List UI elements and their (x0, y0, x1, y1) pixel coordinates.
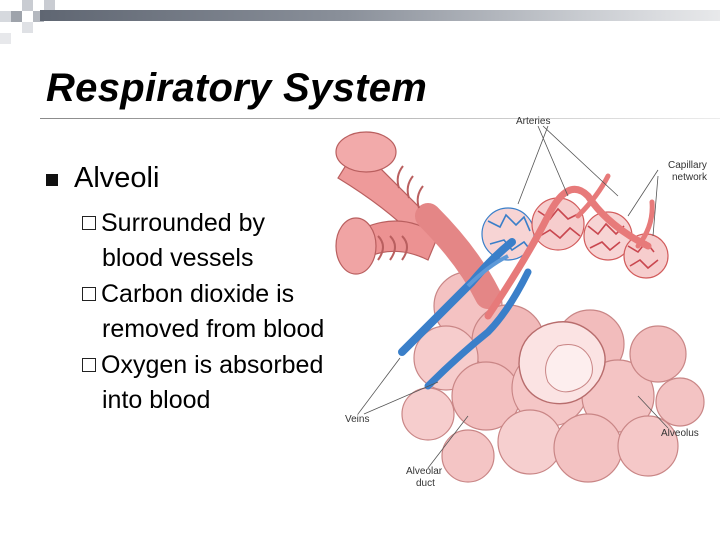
label-duct-line1: Alveolar (406, 466, 443, 477)
bullet-square-icon (46, 174, 58, 186)
subbullet-3-line2: into blood (102, 386, 211, 414)
bullet-alveoli: Alveoli (74, 162, 160, 194)
checkbox-bullet-icon (82, 287, 96, 301)
checkbox-bullet-icon (82, 358, 96, 372)
subbullet-2-line1: Carbon dioxide is (101, 280, 295, 308)
vein-vessels (398, 238, 532, 390)
alveoli-diagram: Arteries Capillary network Veins Alveolu… (335, 116, 708, 489)
subbullet-1-line1: Surrounded by (101, 209, 266, 237)
title-divider (40, 118, 720, 119)
label-veins: Veins (345, 414, 369, 425)
subbullet-1-line2: blood vessels (102, 244, 254, 272)
label-duct-line2: duct (416, 478, 435, 489)
label-leader-lines (357, 125, 669, 469)
alveolar-sacs (401, 271, 705, 483)
label-capillary-line2: network (672, 172, 708, 183)
subbullet-3: Oxygen is absorbed into blood (82, 348, 323, 418)
subbullet-2: Carbon dioxide is removed from blood (82, 277, 324, 347)
title-bar (40, 10, 720, 21)
bronchiole-tube (335, 131, 501, 309)
corner-decoration (0, 0, 55, 44)
subbullet-3-line1: Oxygen is absorbed (101, 351, 324, 379)
label-alveolus: Alveolus (661, 428, 699, 439)
label-capillary-line1: Capillary (668, 160, 707, 171)
capillary-network (481, 197, 669, 279)
artery-vessels (484, 173, 655, 320)
slide-title: Respiratory System (46, 66, 428, 110)
subbullet-1: Surrounded by blood vessels (82, 206, 265, 276)
subbullet-2-line2: removed from blood (102, 315, 325, 343)
checkbox-bullet-icon (82, 216, 96, 230)
label-arteries: Arteries (516, 116, 550, 127)
